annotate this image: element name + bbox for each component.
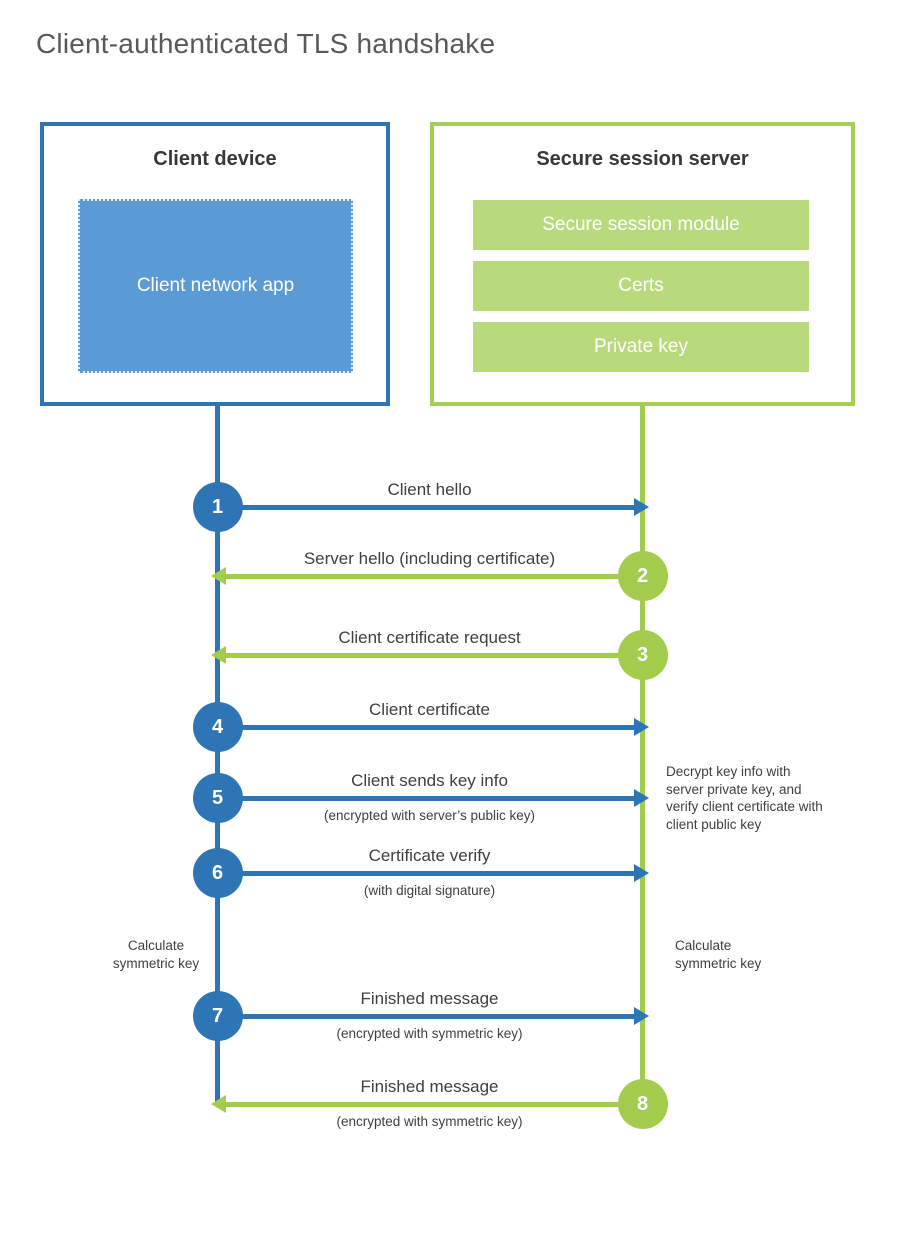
arrow-left-icon bbox=[210, 567, 226, 585]
message-label: Client certificate bbox=[369, 700, 490, 719]
message-arrow-shaft bbox=[225, 1101, 643, 1107]
secure-session-server-title: Secure session server bbox=[536, 148, 749, 170]
server-module-bar: Secure session module bbox=[473, 200, 809, 250]
message-arrow-shaft bbox=[217, 795, 634, 801]
server-lifeline bbox=[640, 405, 645, 1081]
message-step-badge: 6 bbox=[192, 848, 243, 898]
server-module-bar: Certs bbox=[473, 261, 809, 311]
message-step-badge: 7 bbox=[192, 991, 243, 1041]
secure-session-server-box: Secure session server Secure session mod… bbox=[430, 122, 855, 406]
message-arrow-shaft bbox=[217, 504, 634, 510]
client-device-box: Client device Client network app bbox=[40, 122, 390, 406]
message-label: Client sends key info bbox=[351, 771, 508, 790]
message-label: Finished message bbox=[360, 989, 499, 1008]
message-arrow-shaft bbox=[217, 870, 634, 876]
message-arrow-shaft bbox=[225, 573, 643, 579]
message-sublabel: (with digital signature) bbox=[363, 883, 496, 898]
client-lifeline bbox=[215, 405, 220, 1105]
message-label: Server hello (including certificate) bbox=[303, 549, 556, 568]
message-arrow-shaft bbox=[217, 1013, 634, 1019]
arrow-right-icon bbox=[633, 1007, 649, 1025]
message-sublabel: (encrypted with symmetric key) bbox=[336, 1114, 523, 1129]
arrow-right-icon bbox=[633, 789, 649, 807]
message-label: Finished message bbox=[360, 1077, 499, 1096]
client-network-app-box: Client network app bbox=[78, 199, 353, 373]
arrow-right-icon bbox=[633, 498, 649, 516]
message-label: Client hello bbox=[387, 480, 472, 499]
arrow-left-icon bbox=[210, 1095, 226, 1113]
server-module-bar: Private key bbox=[473, 322, 809, 372]
message-step-badge: 2 bbox=[617, 551, 668, 601]
message-step-badge: 3 bbox=[617, 630, 668, 680]
decrypt-note: Decrypt key info with server private key… bbox=[666, 764, 823, 832]
message-step-badge: 5 bbox=[192, 773, 243, 823]
calculate-symmetric-key-right: Calculate symmetric key bbox=[675, 938, 762, 971]
message-arrow-shaft bbox=[217, 724, 634, 730]
message-sublabel: (encrypted with server’s public key) bbox=[323, 808, 536, 823]
page-title: Client-authenticated TLS handshake bbox=[36, 28, 496, 59]
message-label: Certificate verify bbox=[368, 846, 491, 865]
message-sublabel: (encrypted with symmetric key) bbox=[336, 1026, 523, 1041]
calculate-symmetric-key-left: Calculate symmetric key bbox=[112, 938, 200, 971]
arrow-right-icon bbox=[633, 718, 649, 736]
message-step-badge: 8 bbox=[617, 1079, 668, 1129]
arrow-right-icon bbox=[633, 864, 649, 882]
message-arrow-shaft bbox=[225, 652, 643, 658]
message-step-badge: 1 bbox=[192, 482, 243, 532]
client-network-app-label: Client network app bbox=[136, 275, 295, 296]
arrow-left-icon bbox=[210, 646, 226, 664]
client-device-title: Client device bbox=[153, 148, 277, 170]
message-step-badge: 4 bbox=[192, 702, 243, 752]
message-label: Client certificate request bbox=[338, 628, 521, 647]
